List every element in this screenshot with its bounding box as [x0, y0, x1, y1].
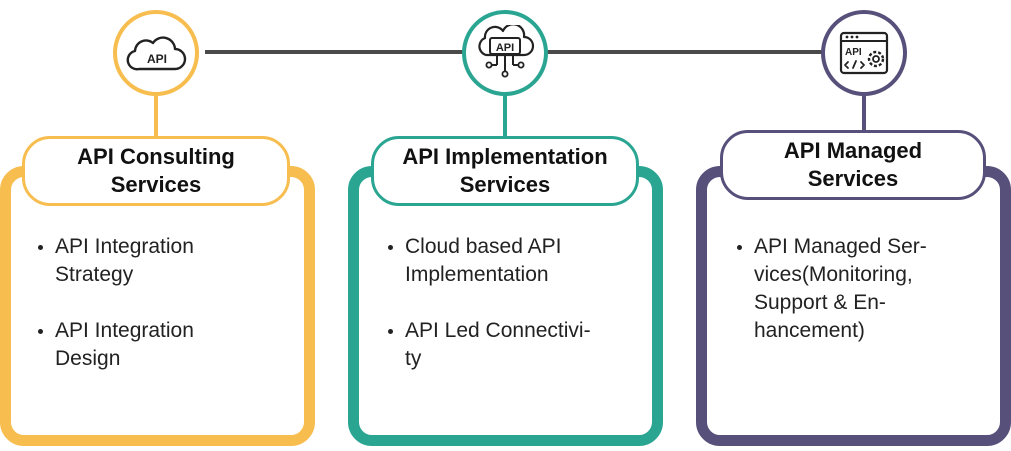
consulting-title-line-1: API Consulting	[77, 144, 235, 169]
cloud-api-network-icon: API	[478, 25, 535, 78]
consulting-icon-circle: API	[113, 10, 199, 96]
consulting-stem	[154, 96, 158, 138]
implementation-bullet-list: Cloud based API Implementation API Led C…	[388, 233, 591, 401]
list-item: API Integration Strategy	[38, 233, 194, 289]
list-item: Cloud based API Implementation	[388, 233, 591, 289]
implementation-title-line-2: Services	[459, 172, 551, 197]
managed-title-line-1: API Managed	[783, 138, 923, 163]
implementation-stem	[503, 96, 507, 138]
list-item: API Integration Design	[38, 317, 194, 373]
cloud-api-icon-label: API	[147, 52, 167, 66]
api-browser-gear-icon-label: API	[845, 47, 862, 58]
consulting-card	[0, 166, 315, 446]
consulting-bullet-list: API Integration Strategy API Integration…	[38, 233, 194, 401]
managed-bullet-list: API Managed Ser- vices(Monitoring, Suppo…	[737, 233, 927, 373]
consulting-title: API Consulting Services	[22, 136, 290, 206]
managed-title-line-2: Services	[807, 166, 899, 191]
list-item: API Led Connectivi- ty	[388, 317, 591, 373]
implementation-card	[348, 166, 663, 446]
managed-stem	[862, 96, 866, 132]
list-item: API Managed Ser- vices(Monitoring, Suppo…	[737, 233, 927, 345]
cloud-api-icon: API	[126, 36, 187, 71]
implementation-icon-circle: API	[462, 10, 548, 96]
cloud-api-network-icon-label: API	[496, 42, 514, 54]
managed-title: API Managed Services	[720, 130, 986, 200]
managed-card	[696, 166, 1011, 446]
api-browser-gear-icon: API	[839, 31, 889, 75]
consulting-title-line-2: Services	[110, 172, 202, 197]
managed-icon-circle: API	[821, 10, 907, 96]
implementation-title-line-1: API Implementation	[402, 144, 608, 169]
implementation-title: API Implementation Services	[371, 136, 639, 206]
